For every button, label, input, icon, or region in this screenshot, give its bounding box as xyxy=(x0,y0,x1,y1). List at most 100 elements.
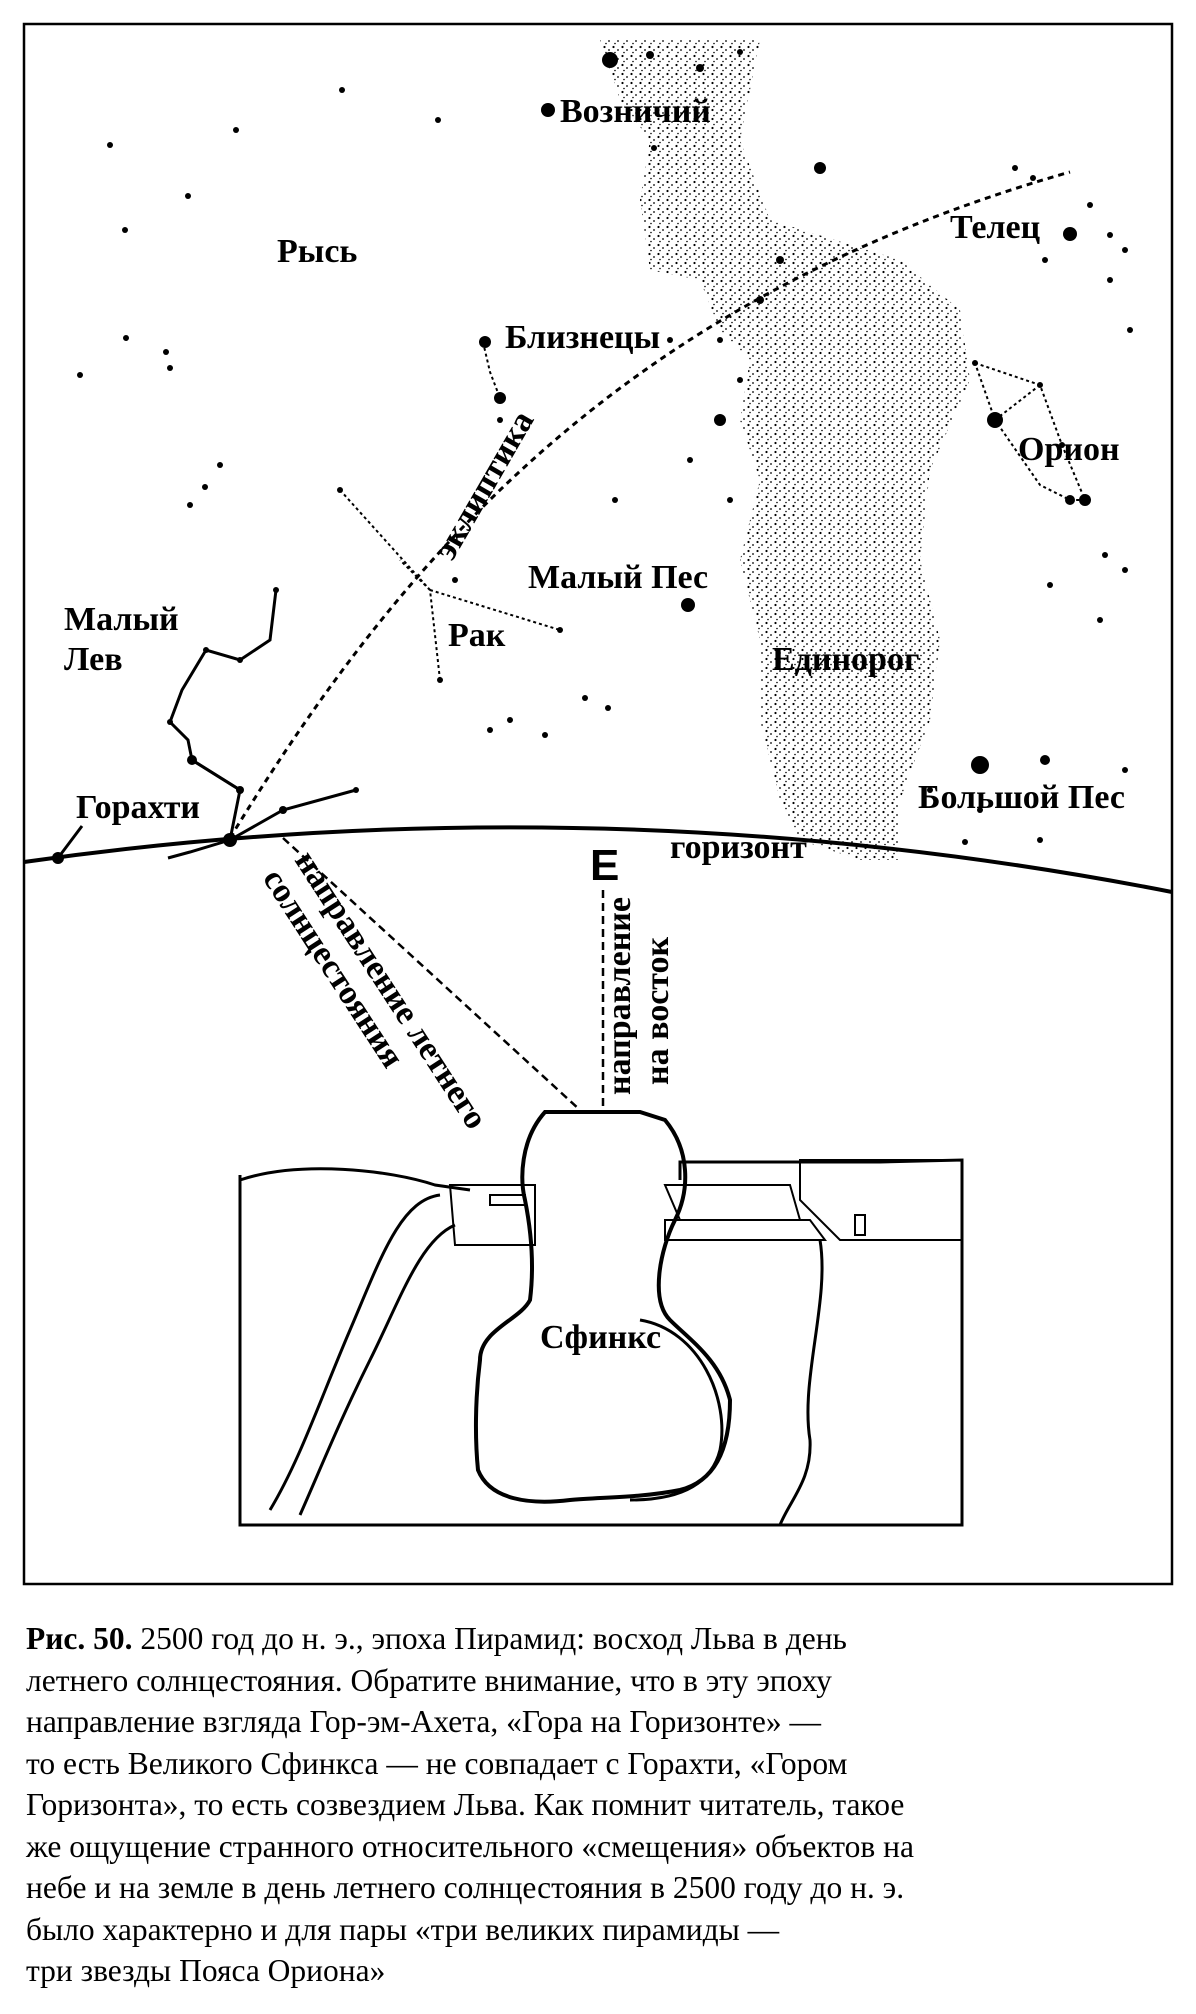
star xyxy=(962,839,968,845)
label-orion: Орион xyxy=(1018,431,1120,468)
star xyxy=(971,756,989,774)
gemini-stick-figure xyxy=(482,341,501,399)
cancer-stick-figure xyxy=(339,489,561,681)
label-sphinx: Сфинкс xyxy=(540,1319,661,1356)
caption-line-7: небе и на земле в день летнего солнцесто… xyxy=(26,1870,905,1905)
star xyxy=(123,335,129,341)
horizon-line xyxy=(23,825,1173,894)
star xyxy=(612,497,618,503)
label-east-marker: E xyxy=(590,841,619,890)
star xyxy=(927,787,933,793)
label-canis-major: Большой Пес xyxy=(918,779,1125,816)
star xyxy=(237,657,243,663)
ecliptic-line xyxy=(228,170,1071,839)
star xyxy=(605,705,611,711)
star xyxy=(727,497,733,503)
star xyxy=(1122,767,1128,773)
star xyxy=(1107,232,1113,238)
star xyxy=(651,145,657,151)
star xyxy=(167,365,173,371)
star xyxy=(646,51,654,59)
caption-line-2: летнего солнцестояния. Обратите внимание… xyxy=(26,1662,832,1698)
figure-caption: Рис. 50. 2500 год до н. э., эпоха Пирами… xyxy=(26,1618,1176,1992)
sphinx-paw xyxy=(629,1318,724,1502)
label-solstice-direction-1: направление летнего xyxy=(287,844,494,1136)
label-lynx: Рысь xyxy=(277,233,357,270)
star xyxy=(737,377,743,383)
star xyxy=(756,296,764,304)
star xyxy=(77,372,83,378)
enclosure-rim xyxy=(239,1167,471,1192)
star xyxy=(542,732,548,738)
star xyxy=(582,695,588,701)
star xyxy=(1042,257,1048,263)
star xyxy=(107,142,113,148)
star xyxy=(507,717,513,723)
star xyxy=(437,677,443,683)
sphinx-body xyxy=(473,1110,733,1504)
label-leo-minor-1: Малый xyxy=(64,601,179,638)
star xyxy=(814,162,826,174)
star xyxy=(737,49,743,55)
star xyxy=(353,787,359,793)
star xyxy=(776,256,784,264)
label-east-direction-1: направление xyxy=(601,897,638,1095)
label-taurus: Телец xyxy=(950,209,1041,246)
sky-diagram: Возничий Телец Рысь Близнецы Орион эклип… xyxy=(22,22,1174,1586)
star xyxy=(435,117,441,123)
star xyxy=(972,360,978,366)
left-cliff xyxy=(268,1193,441,1511)
caption-line-9: три звезды Пояса Ориона» xyxy=(26,1953,386,1988)
star xyxy=(497,417,503,423)
star xyxy=(479,336,491,348)
caption-line-1: Рис. 50. 2500 год до н. э., эпоха Пирами… xyxy=(26,1618,1176,1660)
star xyxy=(203,647,209,653)
label-leo-minor-2: Лев xyxy=(64,641,123,678)
star xyxy=(1122,247,1128,253)
label-east-direction-2: на восток xyxy=(639,936,676,1085)
star xyxy=(1063,227,1077,241)
star xyxy=(339,87,345,93)
star xyxy=(987,412,1003,428)
caption-line-6: же ощущение странного относительного «см… xyxy=(26,1828,914,1864)
figure-number: Рис. 50. xyxy=(26,1621,133,1656)
caption-line-3: направление взгляда Гор-эм-Ахета, «Гора … xyxy=(26,1704,821,1739)
temple-block-left-inner xyxy=(489,1194,526,1206)
star xyxy=(557,627,563,633)
label-canis-minor: Малый Пес xyxy=(528,559,708,596)
star xyxy=(602,52,618,68)
star xyxy=(187,502,193,508)
left-cliff-inner xyxy=(298,1223,456,1516)
star xyxy=(1047,582,1053,588)
stars xyxy=(52,49,1133,864)
star xyxy=(1065,495,1075,505)
milky-way xyxy=(600,40,970,860)
label-auriga: Возничий xyxy=(560,93,711,130)
star xyxy=(1122,567,1128,573)
star xyxy=(494,392,506,404)
label-gemini: Близнецы xyxy=(505,319,660,356)
star xyxy=(667,337,673,343)
star xyxy=(233,127,239,133)
star xyxy=(452,577,458,583)
star xyxy=(217,462,223,468)
star xyxy=(1030,175,1036,181)
star xyxy=(1127,327,1133,333)
star xyxy=(52,852,64,864)
star xyxy=(977,807,983,813)
caption-line-5: Горизонта», то есть созвездием Льва. Как… xyxy=(26,1787,905,1822)
caption-text-1: 2500 год до н. э., эпоха Пирамид: восход… xyxy=(140,1621,847,1656)
star xyxy=(202,484,208,490)
star xyxy=(337,487,343,493)
star xyxy=(273,587,279,593)
temple-block-mid-base xyxy=(664,1219,827,1241)
label-monoceros: Единорог xyxy=(772,641,919,678)
star xyxy=(1059,442,1065,448)
star xyxy=(236,786,244,794)
temple-block-left xyxy=(448,1184,536,1246)
star xyxy=(487,727,493,733)
star xyxy=(1040,755,1050,765)
star xyxy=(1012,165,1018,171)
orion-stick-figure xyxy=(974,362,1087,501)
right-cliff xyxy=(778,1239,824,1526)
